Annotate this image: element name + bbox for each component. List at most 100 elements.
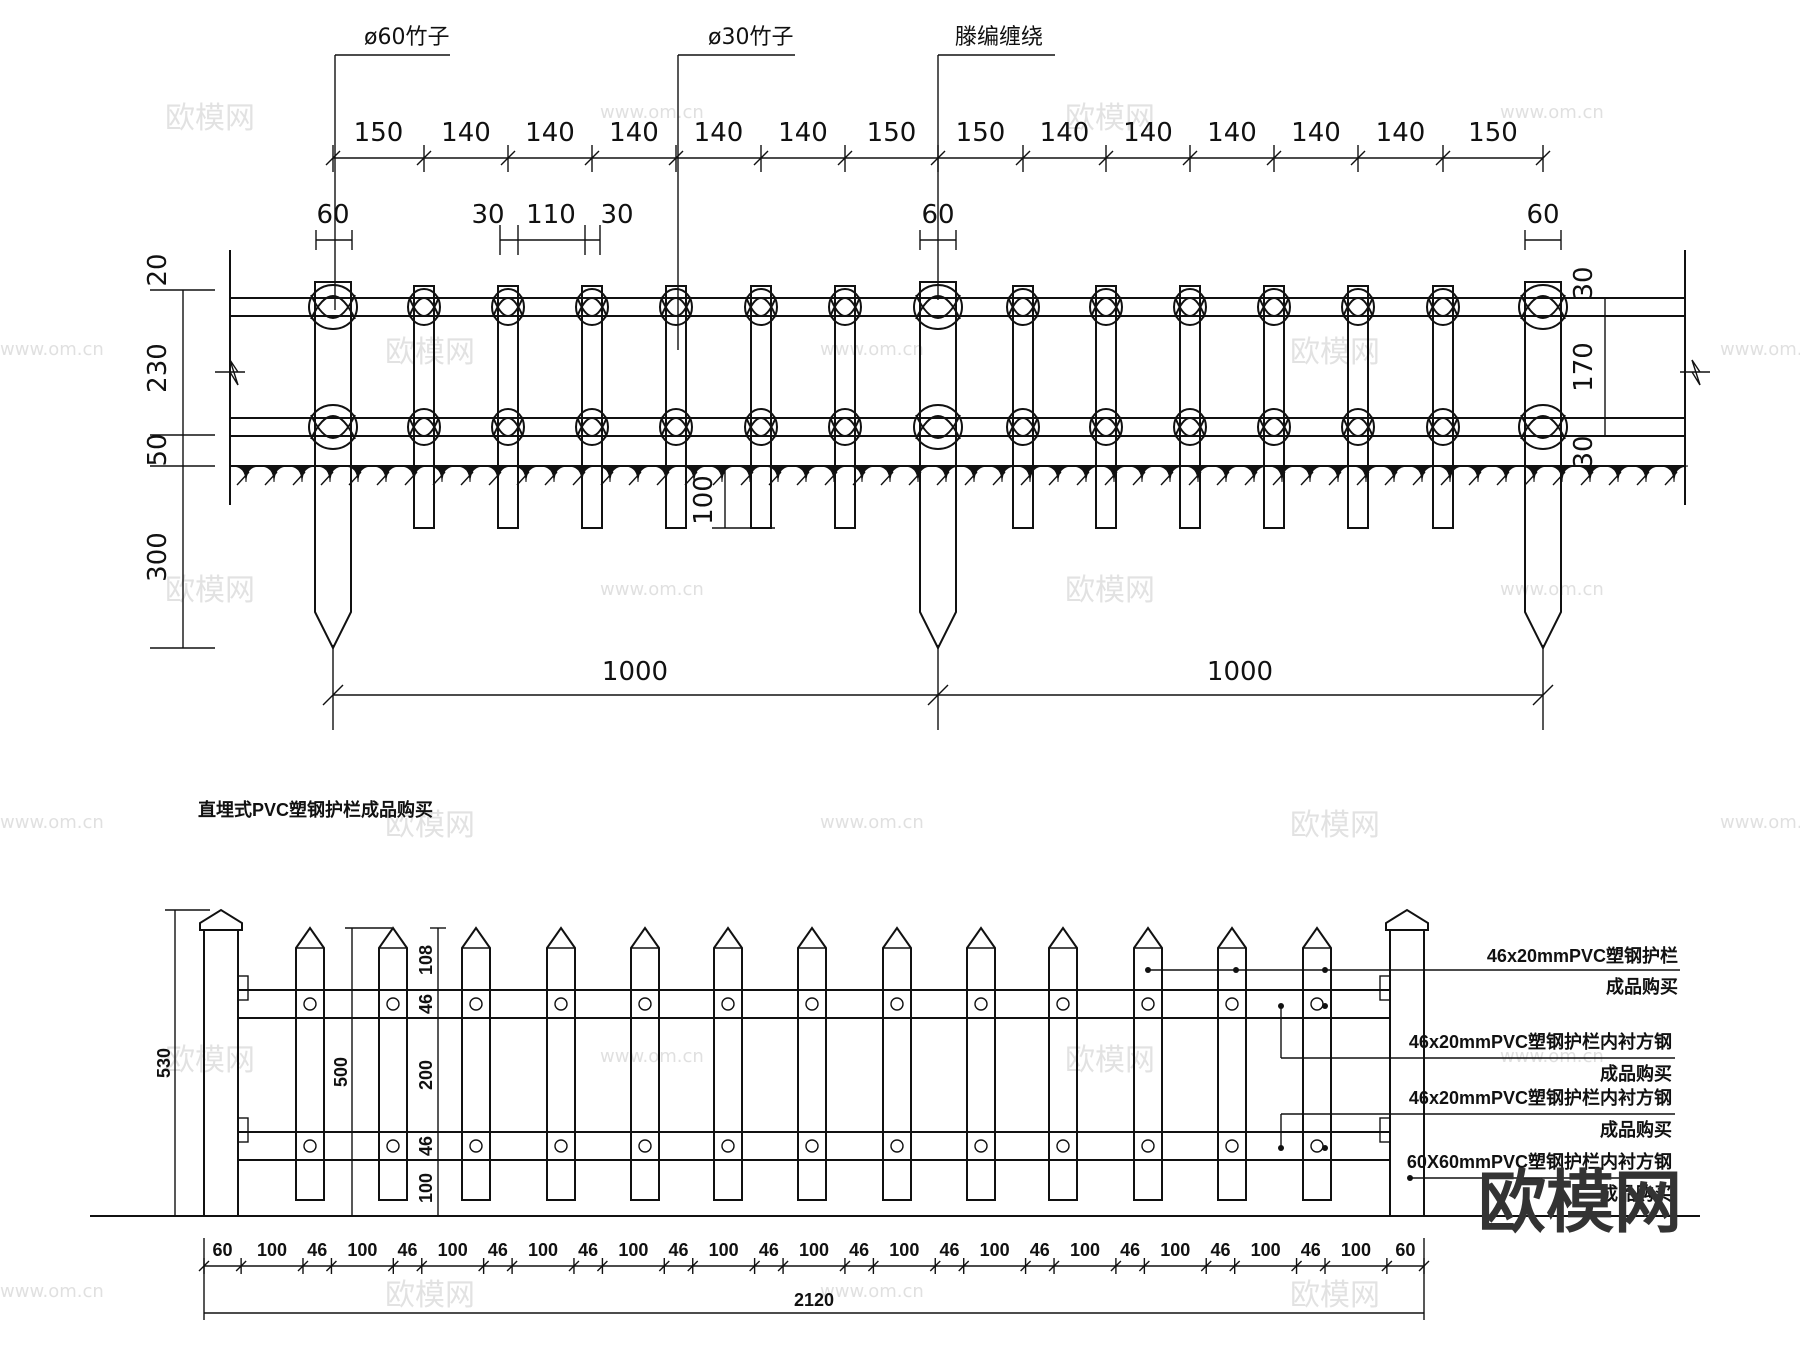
width-seg-label: 46 <box>1030 1240 1050 1260</box>
width-tick-slash <box>1110 1260 1122 1272</box>
height-50: 50 <box>143 433 173 466</box>
ground-hatch <box>1407 465 1437 483</box>
pvc-picket <box>295 926 325 1201</box>
width-tick-slash <box>1020 1260 1032 1272</box>
leader-dot <box>1322 1145 1328 1151</box>
span-right: 1000 <box>1207 657 1273 687</box>
ground-hatch-line <box>1496 471 1510 486</box>
rattan-wrap-strand <box>1174 297 1206 318</box>
rattan-wrap <box>1426 288 1460 326</box>
note-4-line2: 成品购买 <box>1600 1183 1672 1204</box>
width-seg-label: 46 <box>578 1240 598 1260</box>
ground-hatch-line <box>1160 471 1174 486</box>
bamboo-picket-30 <box>1347 285 1369 529</box>
rattan-wrap-strand <box>1427 417 1459 438</box>
rattan-wrap-strand <box>1427 416 1459 437</box>
watermark-url: www.om.cn <box>600 1046 704 1067</box>
rail-bracket <box>1379 1117 1391 1143</box>
spacing-tick-slash <box>1098 150 1114 166</box>
spacing-dim-label: 140 <box>1123 118 1173 148</box>
ground-hatch-line <box>488 471 502 486</box>
ground-hatch <box>539 465 569 483</box>
watermark-url: www.om.cn <box>0 812 104 833</box>
ground-hatch <box>1015 465 1045 483</box>
rattan-wrap-strand <box>1342 297 1374 318</box>
rattan-wrap <box>913 404 963 450</box>
ground-hatch-line <box>1552 471 1566 486</box>
width-tick-slash <box>777 1260 789 1272</box>
ground-hatch <box>791 465 821 483</box>
watermark-text: 欧模网 <box>385 1278 475 1313</box>
width-seg-label: 100 <box>1251 1240 1281 1260</box>
pvc-picket <box>1302 926 1332 1201</box>
pvc-picket <box>1048 926 1078 1201</box>
rattan-wrap <box>575 288 609 326</box>
ground-hatch <box>595 465 625 483</box>
width-seg-label: 60 <box>213 1240 233 1260</box>
rattan-wrap-strand <box>1090 416 1122 437</box>
watermark-text: 欧模网 <box>165 573 255 608</box>
spacing-dim-label: 140 <box>1291 118 1341 148</box>
rattan-wrap <box>491 288 525 326</box>
rattan-wrap-label: 滕编缠绕 <box>955 25 1043 50</box>
ground-hatch-line <box>1636 471 1650 486</box>
spacing-dim-label: 140 <box>1376 118 1426 148</box>
brand-watermark: 欧模网 <box>1478 1164 1682 1243</box>
ground-hatch-line <box>460 471 474 486</box>
ground-hatch <box>1575 465 1605 483</box>
pvc-picket <box>546 926 576 1201</box>
picket-rivet <box>1225 997 1239 1011</box>
spacing-tick-slash <box>500 150 516 166</box>
spacing-tick-slash <box>1535 150 1551 166</box>
ground-hatch-line <box>404 471 418 486</box>
bamboo-picket-30 <box>665 285 687 529</box>
spacing-dim-label: 140 <box>1040 118 1090 148</box>
spacing-dim-label: 140 <box>1207 118 1257 148</box>
ground-hatch <box>1267 465 1297 483</box>
rattan-wrap <box>575 408 609 446</box>
bamboo-picket-30 <box>1432 285 1454 529</box>
ground-hatch <box>1043 465 1073 483</box>
ground-hatch-line <box>1412 471 1426 486</box>
ground-hatch <box>1463 465 1493 483</box>
rattan-wrap-strand <box>829 296 861 317</box>
spacing-tick-slash <box>1015 150 1031 166</box>
rattan-wrap <box>407 288 441 326</box>
width-tick-slash <box>1229 1260 1241 1272</box>
height-530: 530 <box>154 1048 174 1078</box>
height-30-bottom: 30 <box>1569 435 1599 468</box>
height-46-bottom: 46 <box>416 1136 436 1156</box>
ground-hatch-line <box>1440 471 1454 486</box>
ground-hatch-line <box>964 471 978 486</box>
picket-rivet <box>554 997 568 1011</box>
spacing-tick-slash <box>325 150 341 166</box>
height-300: 300 <box>143 532 173 582</box>
watermark-text: 欧模网 <box>1290 335 1380 370</box>
picket-rivet <box>974 1139 988 1153</box>
watermark-url: www.om.cn <box>820 339 924 360</box>
rattan-wrap-strand <box>1520 414 1566 439</box>
rattan-wrap-strand <box>1258 417 1290 438</box>
ground-hatch <box>959 465 989 483</box>
rattan-wrap <box>1006 408 1040 446</box>
pvc-material-notes: 46x20mmPVC塑钢护栏 成品购买 46x20mmPVC塑钢护栏内衬方钢 成… <box>1148 945 1680 1204</box>
rattan-wrap-strand <box>310 294 356 319</box>
ground-hatch-line <box>712 471 726 486</box>
watermark-url: www.om.cn <box>0 339 104 360</box>
width-seg-label: 100 <box>980 1240 1010 1260</box>
ground-hatch-line <box>264 471 278 486</box>
ground-hatch <box>679 465 709 483</box>
ground-hatch <box>1659 465 1689 483</box>
width-seg-label: 100 <box>799 1240 829 1260</box>
rattan-wrap-strand <box>745 296 777 317</box>
rattan-wrap-strand <box>1007 296 1039 317</box>
ground-hatch-line <box>1300 471 1314 486</box>
watermark-url: www.om.cn <box>1720 812 1800 833</box>
ground-hatch <box>1099 465 1129 483</box>
rattan-wrap-strand <box>408 416 440 437</box>
ground-hatch-line <box>628 471 642 486</box>
rattan-wrap <box>308 404 358 450</box>
ground-hatch-line <box>880 471 894 486</box>
left-post-cap <box>199 908 243 931</box>
